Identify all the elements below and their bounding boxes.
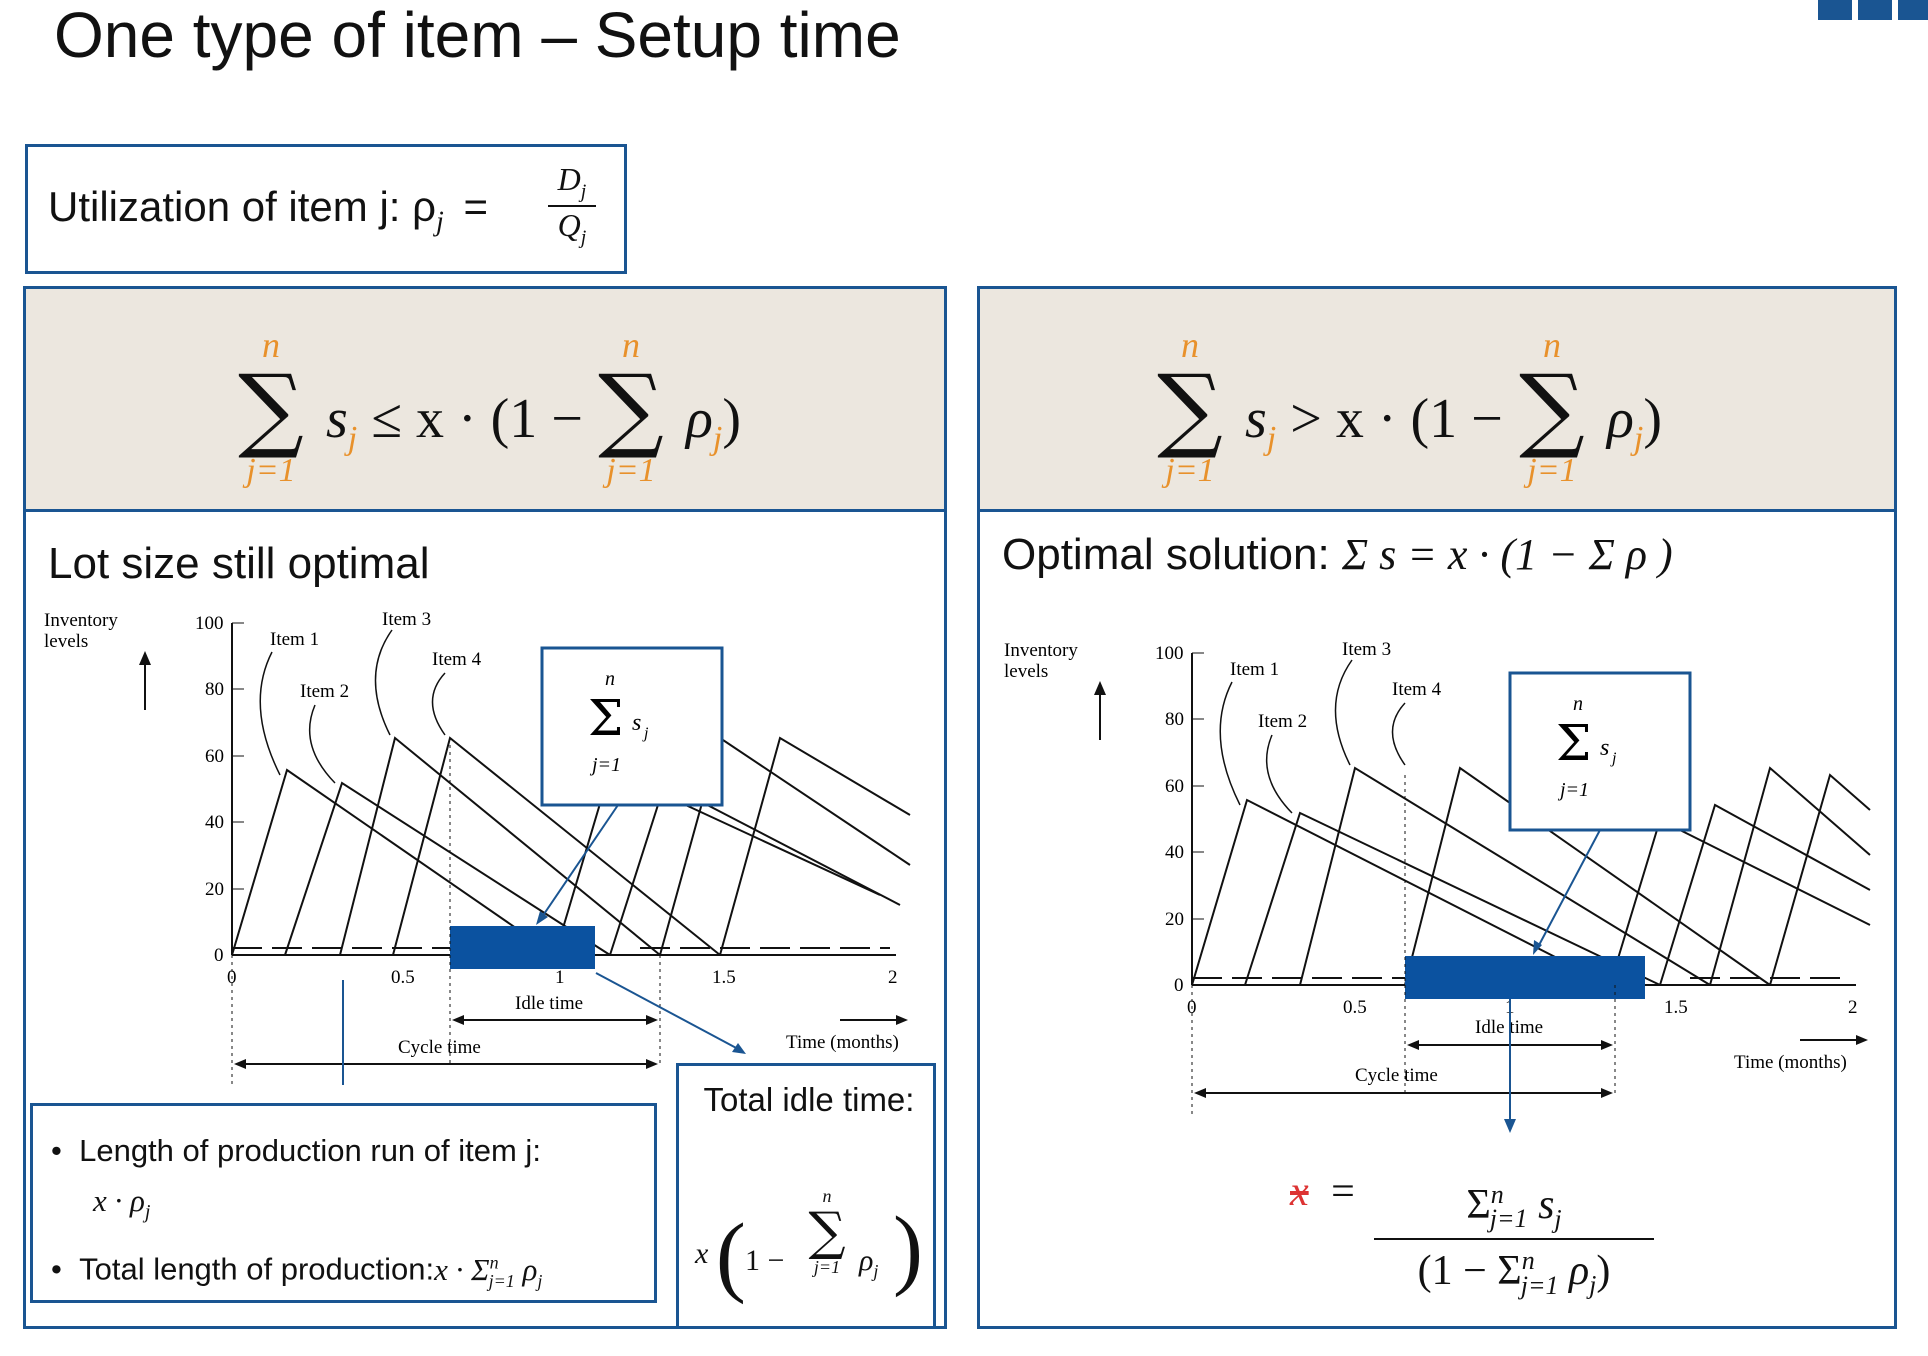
cycle-time-label: Cycle time bbox=[398, 1037, 481, 1058]
time-axis-label: Time (months) bbox=[1734, 1052, 1847, 1073]
right-heading: Optimal solution: Σ s = x · (1 − Σ ρ ) bbox=[1002, 530, 1673, 579]
ytick-label: 0 bbox=[214, 945, 224, 966]
callout-sub: j bbox=[642, 725, 649, 742]
callout-sigma: Σ bbox=[588, 689, 623, 747]
utilization-formula: Utilization of item j: ρj = bbox=[48, 183, 488, 238]
xtick-label: 2 bbox=[888, 967, 898, 988]
ylabel-line1: Inventory bbox=[1004, 640, 1078, 661]
ylabel-line1: Inventory bbox=[44, 610, 118, 631]
callout-lower: j=1 bbox=[1557, 779, 1589, 801]
ytick-label: 100 bbox=[1155, 643, 1184, 664]
xtick-label: 0.5 bbox=[1343, 997, 1367, 1018]
ytick-label: 100 bbox=[195, 613, 224, 634]
xtick-label: 1.5 bbox=[712, 967, 736, 988]
xtick-label: 0.5 bbox=[391, 967, 415, 988]
bullet-list: • Length of production run of item j: x … bbox=[51, 1126, 542, 1306]
y-ticks: 100 80 60 40 20 0 bbox=[195, 613, 244, 966]
item-label: Item 3 bbox=[382, 609, 431, 630]
left-inventory-chart: Inventory levels 100 80 60 40 20 0 0 0.5… bbox=[44, 609, 911, 1085]
utilization-box: Utilization of item j: ρj = Dj Qj bbox=[25, 144, 627, 274]
item-label: Item 2 bbox=[1258, 711, 1307, 732]
xtick-label: 1 bbox=[555, 967, 565, 988]
ytick-label: 60 bbox=[205, 746, 224, 767]
right-rho: ρj) bbox=[1607, 388, 1662, 458]
item-labels: Item 1 Item 2 Item 3 Item 4 bbox=[1219, 639, 1442, 814]
x-ticks: 0 0.5 1 1.5 2 bbox=[1187, 997, 1858, 1018]
idle-close-paren: ) bbox=[893, 1199, 923, 1298]
item-label: Item 2 bbox=[300, 681, 349, 702]
xtick-label: 2 bbox=[1848, 997, 1858, 1018]
left-formula-band: n ∑ j=1 sj ≤ x · (1 − n ∑ j=1 ρj) bbox=[26, 289, 944, 512]
item-label: Item 1 bbox=[270, 629, 319, 650]
ylabel-line2: levels bbox=[1004, 661, 1048, 682]
ytick-label: 80 bbox=[205, 679, 224, 700]
cycle-time-label: Cycle time bbox=[1355, 1065, 1438, 1086]
ytick-label: 20 bbox=[1165, 909, 1184, 930]
ytick-label: 20 bbox=[205, 879, 224, 900]
callout-upper: n bbox=[605, 668, 615, 690]
utilization-fraction: Dj Qj bbox=[548, 161, 596, 250]
left-rho: ρj) bbox=[686, 388, 741, 458]
right-panel: n ∑ j=1 sj > x · (1 − n ∑ j=1 ρj) Optima… bbox=[977, 286, 1897, 1329]
item-label: Item 4 bbox=[1392, 679, 1442, 700]
right-sum-rho: n ∑ j=1 bbox=[1519, 325, 1585, 489]
callout-s: s bbox=[1600, 735, 1609, 761]
idle-time-bar bbox=[450, 926, 595, 969]
production-length-box: • Length of production run of item j: x … bbox=[30, 1103, 657, 1303]
ytick-label: 0 bbox=[1174, 975, 1184, 996]
callout-lower: j=1 bbox=[589, 754, 621, 776]
idle-time-bar bbox=[1405, 956, 1645, 999]
ytick-label: 60 bbox=[1165, 776, 1184, 797]
callout-upper: n bbox=[1573, 693, 1583, 715]
bullet-item: • Length of production run of item j: bbox=[51, 1133, 541, 1168]
ytick-label: 40 bbox=[1165, 842, 1184, 863]
idle-sum: n ∑ j=1 bbox=[808, 1186, 846, 1277]
callout-sub: j bbox=[1610, 750, 1617, 767]
item-label: Item 3 bbox=[1342, 639, 1391, 660]
item-label: Item 4 bbox=[432, 649, 482, 670]
idle-expression: x ( bbox=[695, 1206, 746, 1305]
xtick-label: 1.5 bbox=[1664, 997, 1688, 1018]
item-labels: Item 1 Item 2 Item 3 Item 4 bbox=[259, 609, 482, 784]
bullet-math: x · ρj bbox=[93, 1183, 151, 1224]
logo-icon bbox=[1818, 0, 1928, 20]
callout-s: s bbox=[632, 710, 641, 736]
idle-time-label: Idle time bbox=[515, 993, 583, 1014]
page-title: One type of item – Setup time bbox=[54, 0, 901, 71]
idle-rho: ρj bbox=[859, 1244, 879, 1281]
y-ticks: 100 80 60 40 20 0 bbox=[1155, 643, 1204, 996]
left-inequality: sj ≤ x · (1 − bbox=[326, 388, 583, 458]
left-sum-rho: n ∑ j=1 bbox=[598, 325, 664, 489]
sum-setup-callout bbox=[540, 646, 724, 807]
ylabel-line2: levels bbox=[44, 631, 88, 652]
sum-setup-callout bbox=[1508, 671, 1692, 832]
bullet-item: • Total length of production:x · Σnj=1 ρ… bbox=[51, 1251, 543, 1291]
right-inequality: sj > x · (1 − bbox=[1245, 388, 1503, 458]
ytick-label: 80 bbox=[1165, 709, 1184, 730]
left-heading: Lot size still optimal bbox=[48, 539, 430, 588]
idle-box-title: Total idle time: bbox=[703, 1081, 915, 1118]
right-inventory-chart: Inventory levels 100 80 60 40 20 0 0 0.5… bbox=[1004, 639, 1871, 1133]
optimal-x-formula: x = bbox=[1290, 1169, 1355, 1215]
x-ticks: 0 0.5 1 1.5 2 bbox=[227, 967, 898, 988]
right-sum-s: n ∑ j=1 bbox=[1157, 325, 1223, 489]
optimal-x-fraction: Σnj=1 sj (1 − Σnj=1 ρj) bbox=[1374, 1180, 1654, 1301]
ytick-label: 40 bbox=[205, 812, 224, 833]
idle-one: 1 − bbox=[745, 1244, 785, 1277]
right-formula-band: n ∑ j=1 sj > x · (1 − n ∑ j=1 ρj) bbox=[980, 289, 1894, 512]
callout-sigma: Σ bbox=[1556, 714, 1591, 772]
left-sum-s: n ∑ j=1 bbox=[238, 325, 304, 489]
time-axis-label: Time (months) bbox=[786, 1032, 899, 1053]
total-idle-box: Total idle time: x ( 1 − n ∑ j=1 ρj ) bbox=[676, 1063, 936, 1329]
item-label: Item 1 bbox=[1230, 659, 1279, 680]
